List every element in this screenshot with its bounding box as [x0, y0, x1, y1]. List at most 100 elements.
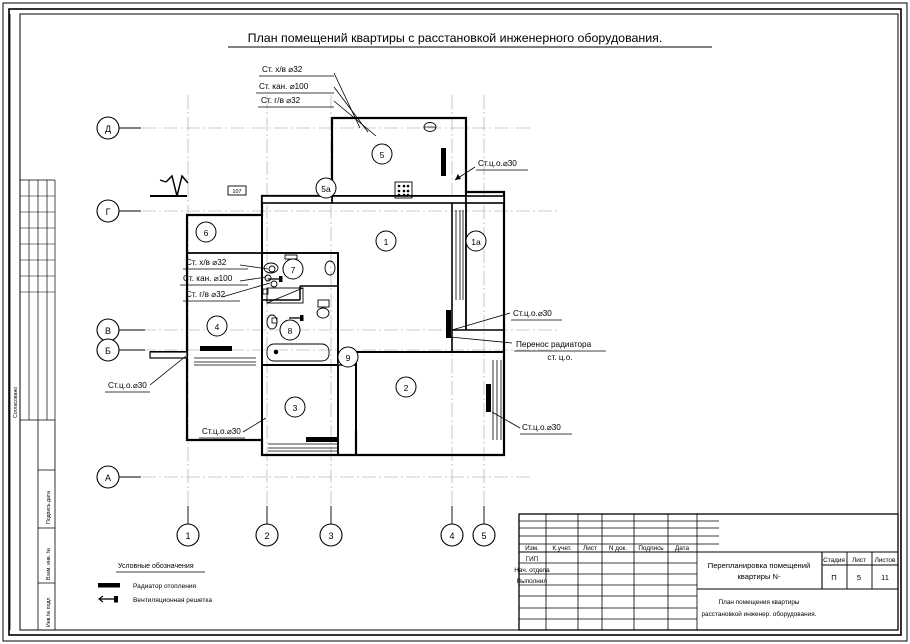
callout-transfer-radiator: Перенос радиатора ст. ц.о. [449, 336, 606, 362]
stamp-rev-header-1: К.учет. [552, 545, 572, 552]
door-tag-107: 107 [227, 185, 247, 196]
stamp-stage-value-2: 11 [881, 573, 889, 582]
fixture-room5-top [423, 122, 437, 132]
stamp-project-line1: Перепланировка помещений [708, 561, 810, 570]
callout-transfer-line1: Перенос радиатора [516, 340, 592, 349]
room-label-5: 5 [380, 150, 385, 160]
riser-gv [270, 280, 278, 288]
vent-box-room8 [271, 317, 278, 324]
riser-leaders-bath [221, 264, 271, 298]
door-tag-label: 107 [233, 189, 242, 195]
radiator-bar-icon [98, 583, 120, 588]
room-label-9: 8 [288, 326, 293, 336]
wall-corridor-top [261, 195, 333, 204]
room-label-1: 1а [471, 237, 481, 247]
room-bubble-1a: 1а [465, 230, 487, 252]
toilet-room8 [316, 299, 330, 319]
room-bubble-9: 9 [337, 346, 359, 368]
room-bubble-1: 1 [375, 230, 397, 252]
margin-field-0: Подпись дата [46, 491, 52, 524]
stamp-project: Перепланировка помещений квартиры N- [708, 561, 810, 581]
stamp-role-2: Выполнил [517, 578, 548, 585]
legend: Условные обозначения Радиатор отопления … [98, 562, 212, 604]
bathtub-room8 [266, 343, 330, 362]
callout-bottom-right: Ст.ц.о.⌀30 [491, 411, 572, 435]
stamp-rev-header-2: Лист [583, 545, 597, 552]
axis-label-horizontal-3: 4 [449, 531, 454, 541]
axis-bubble-3: 3 [319, 506, 343, 547]
axis-label-horizontal-1: 2 [264, 531, 269, 541]
callout-bottom-right-label: Ст.ц.о.⌀30 [522, 423, 561, 432]
stamp-stage-header-2: Листов [875, 557, 896, 564]
left-margin-strip [9, 14, 56, 631]
riser-markers [264, 265, 278, 288]
axis-grid-lines [120, 95, 560, 518]
stamp-drawing: План помещения квартиры расстановкой инж… [702, 599, 817, 618]
axis-bubble-D: Д [96, 116, 141, 140]
plumbing-fixtures [263, 254, 336, 362]
room-bubble-8: 8 [279, 319, 301, 341]
callout-left-label: Ст.ц.о.⌀30 [108, 381, 147, 390]
radiator-room4 [200, 346, 232, 351]
radiator-room2 [486, 384, 491, 412]
legend-item-1-label: Вентиляционная решетка [133, 597, 212, 604]
room-bubble-2: 2 [395, 376, 417, 398]
break-line-symbol [165, 174, 189, 197]
callout-bottom-left: Ст.ц.о.⌀30 [199, 417, 267, 439]
stamp-stage-value-1: 5 [857, 573, 861, 582]
riser-top-label-2: Ст. г/в ⌀32 [261, 96, 301, 105]
room-bubble-5: 5 [371, 143, 393, 165]
callout-transfer-line2: ст. ц.о. [547, 353, 572, 362]
wall-room5-room1 [331, 195, 467, 204]
stamp-drawing-line1: План помещения квартиры [719, 599, 800, 606]
axis-label-horizontal-4: 5 [481, 531, 486, 541]
axis-label-horizontal-0: 1 [185, 531, 190, 541]
room-number-bubbles: 1 1а 2 3 4 5 5а 6 7 8 9 [195, 143, 487, 418]
page-title: План помещений квартиры с расстановкой и… [248, 31, 663, 45]
radiator-room1 [446, 310, 451, 338]
windows [194, 210, 502, 452]
axis-bubble-1: 1 [176, 506, 200, 547]
callout-top-right: Ст.ц.о.⌀30 [454, 159, 528, 181]
axis-bubbles-horizontal: 1 2 3 4 5 [176, 506, 496, 547]
window-room4-bottom [194, 357, 256, 366]
room-label-7: 6 [204, 228, 209, 238]
axis-label-vertical-2: В [105, 326, 111, 336]
axis-bubble-4: 4 [440, 506, 464, 547]
radiators [200, 148, 491, 442]
stamp-role-rows: ГИП Нач. отдела Выполнил [514, 556, 550, 585]
callout-top-right-label: Ст.ц.о.⌀30 [478, 159, 517, 168]
room-label-4: 4 [215, 322, 220, 332]
callout-bottom-left-label: Ст.ц.о.⌀30 [202, 427, 241, 436]
room-label-8: 7 [291, 265, 296, 275]
stamp-rev-header-0: Изм. [525, 545, 539, 552]
legend-item-0-label: Радиатор отопления [133, 583, 197, 590]
radiator-room3 [306, 437, 338, 442]
axis-bubble-B: Б [96, 338, 145, 362]
vent-grilles-plan [262, 276, 304, 324]
riser-hv [268, 265, 276, 273]
wall-right-top [465, 195, 505, 204]
radiator-room5 [441, 148, 446, 176]
stamp-outer [518, 513, 899, 631]
stamp-rev-header-5: Дата [675, 545, 690, 552]
entry-threshold [149, 351, 188, 359]
margin-field-2: Инв.№ подл. [46, 596, 52, 627]
window-room1-right [455, 210, 464, 300]
margin-field-1: Взам. инв. № [46, 547, 52, 580]
stamp-role-1: Нач. отдела [514, 567, 550, 574]
vent-grille-icon [98, 595, 118, 603]
room-bubble-7: 7 [282, 258, 304, 280]
riser-bath-label-1: Ст. кан. ⌀100 [183, 274, 233, 283]
riser-top-label-1: Ст. кан. ⌀100 [259, 82, 309, 91]
room-label-3: 3 [293, 403, 298, 413]
riser-bath-label-0: Ст. х/в ⌀32 [186, 258, 227, 267]
room-bubble-4: 4 [206, 315, 228, 337]
riser-labels-bath: Ст. х/в ⌀32 Ст. кан. ⌀100 Ст. г/в ⌀32 [180, 258, 248, 302]
stamp-stage-header-1: Лист [852, 557, 866, 564]
stamp-role-0: ГИП [526, 556, 539, 563]
stove-room5 [394, 181, 413, 199]
room-label-10: 9 [346, 353, 351, 363]
